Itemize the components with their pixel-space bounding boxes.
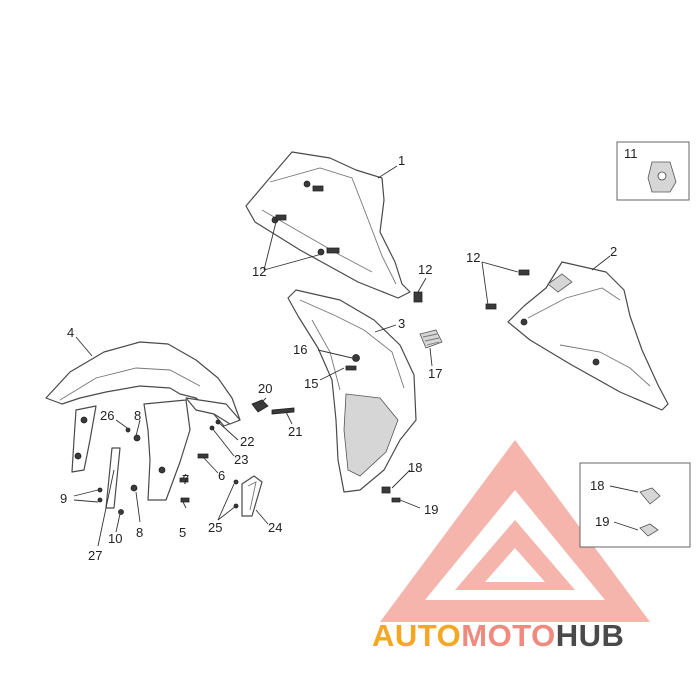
callout-labels: 1 2 3 4 5 6 7 8 8 9 10 11 12 12 12 15 16… xyxy=(60,146,638,563)
callout-8b: 8 xyxy=(136,525,143,540)
callout-18a: 18 xyxy=(408,460,422,475)
leader-lines xyxy=(73,165,639,547)
callout-18b: 18 xyxy=(590,478,604,493)
part-2-side-fairing-right xyxy=(507,261,669,411)
callout-12a: 12 xyxy=(252,264,266,279)
callout-23: 23 xyxy=(234,452,248,467)
callout-20: 20 xyxy=(258,381,272,396)
callout-1: 1 xyxy=(398,153,405,168)
callout-5: 5 xyxy=(179,525,186,540)
callout-27: 27 xyxy=(88,548,102,563)
parts-18-19-inset-box xyxy=(579,462,691,548)
part-1-upper-fairing-left xyxy=(245,151,411,299)
callout-21: 21 xyxy=(288,424,302,439)
callout-12c: 12 xyxy=(466,250,480,265)
callout-26: 26 xyxy=(100,408,114,423)
watermark-text-auto: AUTO xyxy=(372,618,461,653)
screw-set-part-2 xyxy=(485,269,530,310)
callout-25: 25 xyxy=(208,520,222,535)
part-18-19-screws xyxy=(381,486,401,503)
callout-11: 11 xyxy=(624,146,638,161)
callout-15: 15 xyxy=(304,376,318,391)
callout-19b: 19 xyxy=(595,514,609,529)
part-3-inner-panel xyxy=(287,289,417,493)
callout-16: 16 xyxy=(293,342,307,357)
callout-24: 24 xyxy=(268,520,282,535)
part-17-clip xyxy=(419,329,443,349)
callout-4: 4 xyxy=(67,325,74,340)
callout-19a: 19 xyxy=(424,502,438,517)
callout-22: 22 xyxy=(240,434,254,449)
watermark-text-moto: MOTO xyxy=(461,618,555,653)
part-4-front-mudguard xyxy=(45,341,241,501)
watermark-text-hub: HUB xyxy=(556,618,625,653)
svg-text:AUTOMOTOHUB: AUTOMOTOHUB xyxy=(372,618,624,653)
callout-9: 9 xyxy=(60,491,67,506)
callout-3: 3 xyxy=(398,316,405,331)
callout-12b: 12 xyxy=(418,262,432,277)
callout-8a: 8 xyxy=(134,408,141,423)
part-20-21-bolt xyxy=(251,399,295,415)
watermark-text: AUTOMOTOHUB xyxy=(372,618,624,653)
callout-17: 17 xyxy=(428,366,442,381)
screw-set-part-1 xyxy=(275,185,423,303)
watermark-logo xyxy=(380,440,650,622)
part-15-16-hardware xyxy=(345,354,360,371)
callout-10: 10 xyxy=(108,531,122,546)
part-24-reflector xyxy=(241,475,263,517)
callout-6: 6 xyxy=(218,468,225,483)
callout-7: 7 xyxy=(182,472,189,487)
callout-2: 2 xyxy=(610,244,617,259)
part-11-inset-box xyxy=(616,141,690,201)
